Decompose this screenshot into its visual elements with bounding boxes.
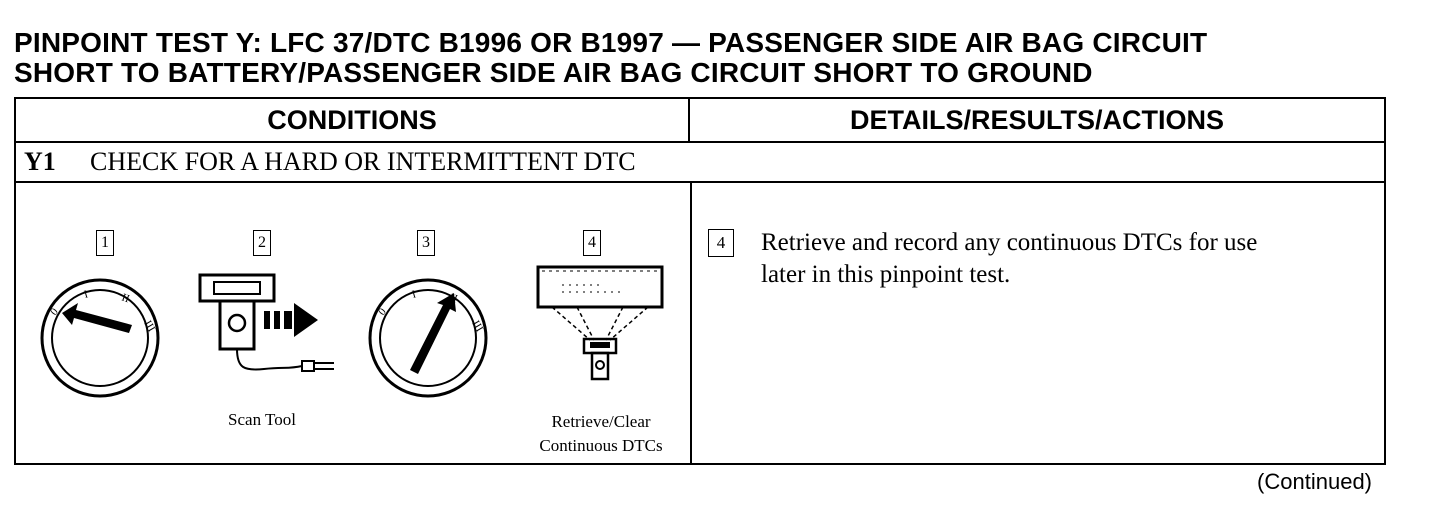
step-box-2: 2 [253, 230, 271, 256]
column-divider [690, 183, 692, 463]
dial-mark-1: I [411, 288, 418, 301]
ignition-run-icon: 0 I II III [368, 278, 488, 398]
details-header: DETAILS/RESULTS/ACTIONS [690, 99, 1384, 143]
details-text: Retrieve and record any continuous DTCs … [761, 227, 1361, 291]
step-box-1: 1 [96, 230, 114, 256]
dial-mark-2: II [120, 292, 131, 306]
details-step-box: 4 [708, 229, 734, 257]
step-title: CHECK FOR A HARD OR INTERMITTENT DTC [90, 147, 636, 176]
title-line-2: SHORT TO BATTERY/PASSENGER SIDE AIR BAG … [14, 57, 1093, 88]
title-line-1: PINPOINT TEST Y: LFC 37/DTC B1996 OR B19… [14, 27, 1208, 58]
caption-retrieve-line-2: Continuous DTCs [539, 436, 663, 455]
scan-tool-icon [198, 273, 334, 372]
dial-mark-1: I [83, 288, 90, 301]
details-text-line-1: Retrieve and record any continuous DTCs … [761, 229, 1258, 256]
page-title: PINPOINT TEST Y: LFC 37/DTC B1996 OR B19… [14, 28, 1414, 88]
step-id: Y1 [24, 147, 56, 176]
caption-retrieve-clear: Retrieve/Clear Continuous DTCs [512, 410, 690, 458]
details-cell: 4 Retrieve and record any continuous DTC… [692, 183, 1384, 463]
ignition-off-icon: 0 I II III [40, 278, 160, 398]
details-text-line-2: later in this pinpoint test. [761, 261, 1011, 288]
conditions-header: CONDITIONS [16, 99, 690, 143]
retrieve-dtc-icon [536, 265, 664, 381]
conditions-illustrations: 1 2 3 4 0 I II III Scan [16, 183, 690, 463]
step-box-3: 3 [417, 230, 435, 256]
continued-label: (Continued) [1257, 469, 1372, 494]
step-box-4: 4 [583, 230, 601, 256]
caption-retrieve-line-1: Retrieve/Clear [551, 412, 651, 431]
step-row: Y1 CHECK FOR A HARD OR INTERMITTENT DTC [16, 143, 1384, 183]
pinpoint-test-table: CONDITIONS DETAILS/RESULTS/ACTIONS Y1 CH… [14, 97, 1386, 465]
caption-scan-tool: Scan Tool [228, 410, 296, 429]
